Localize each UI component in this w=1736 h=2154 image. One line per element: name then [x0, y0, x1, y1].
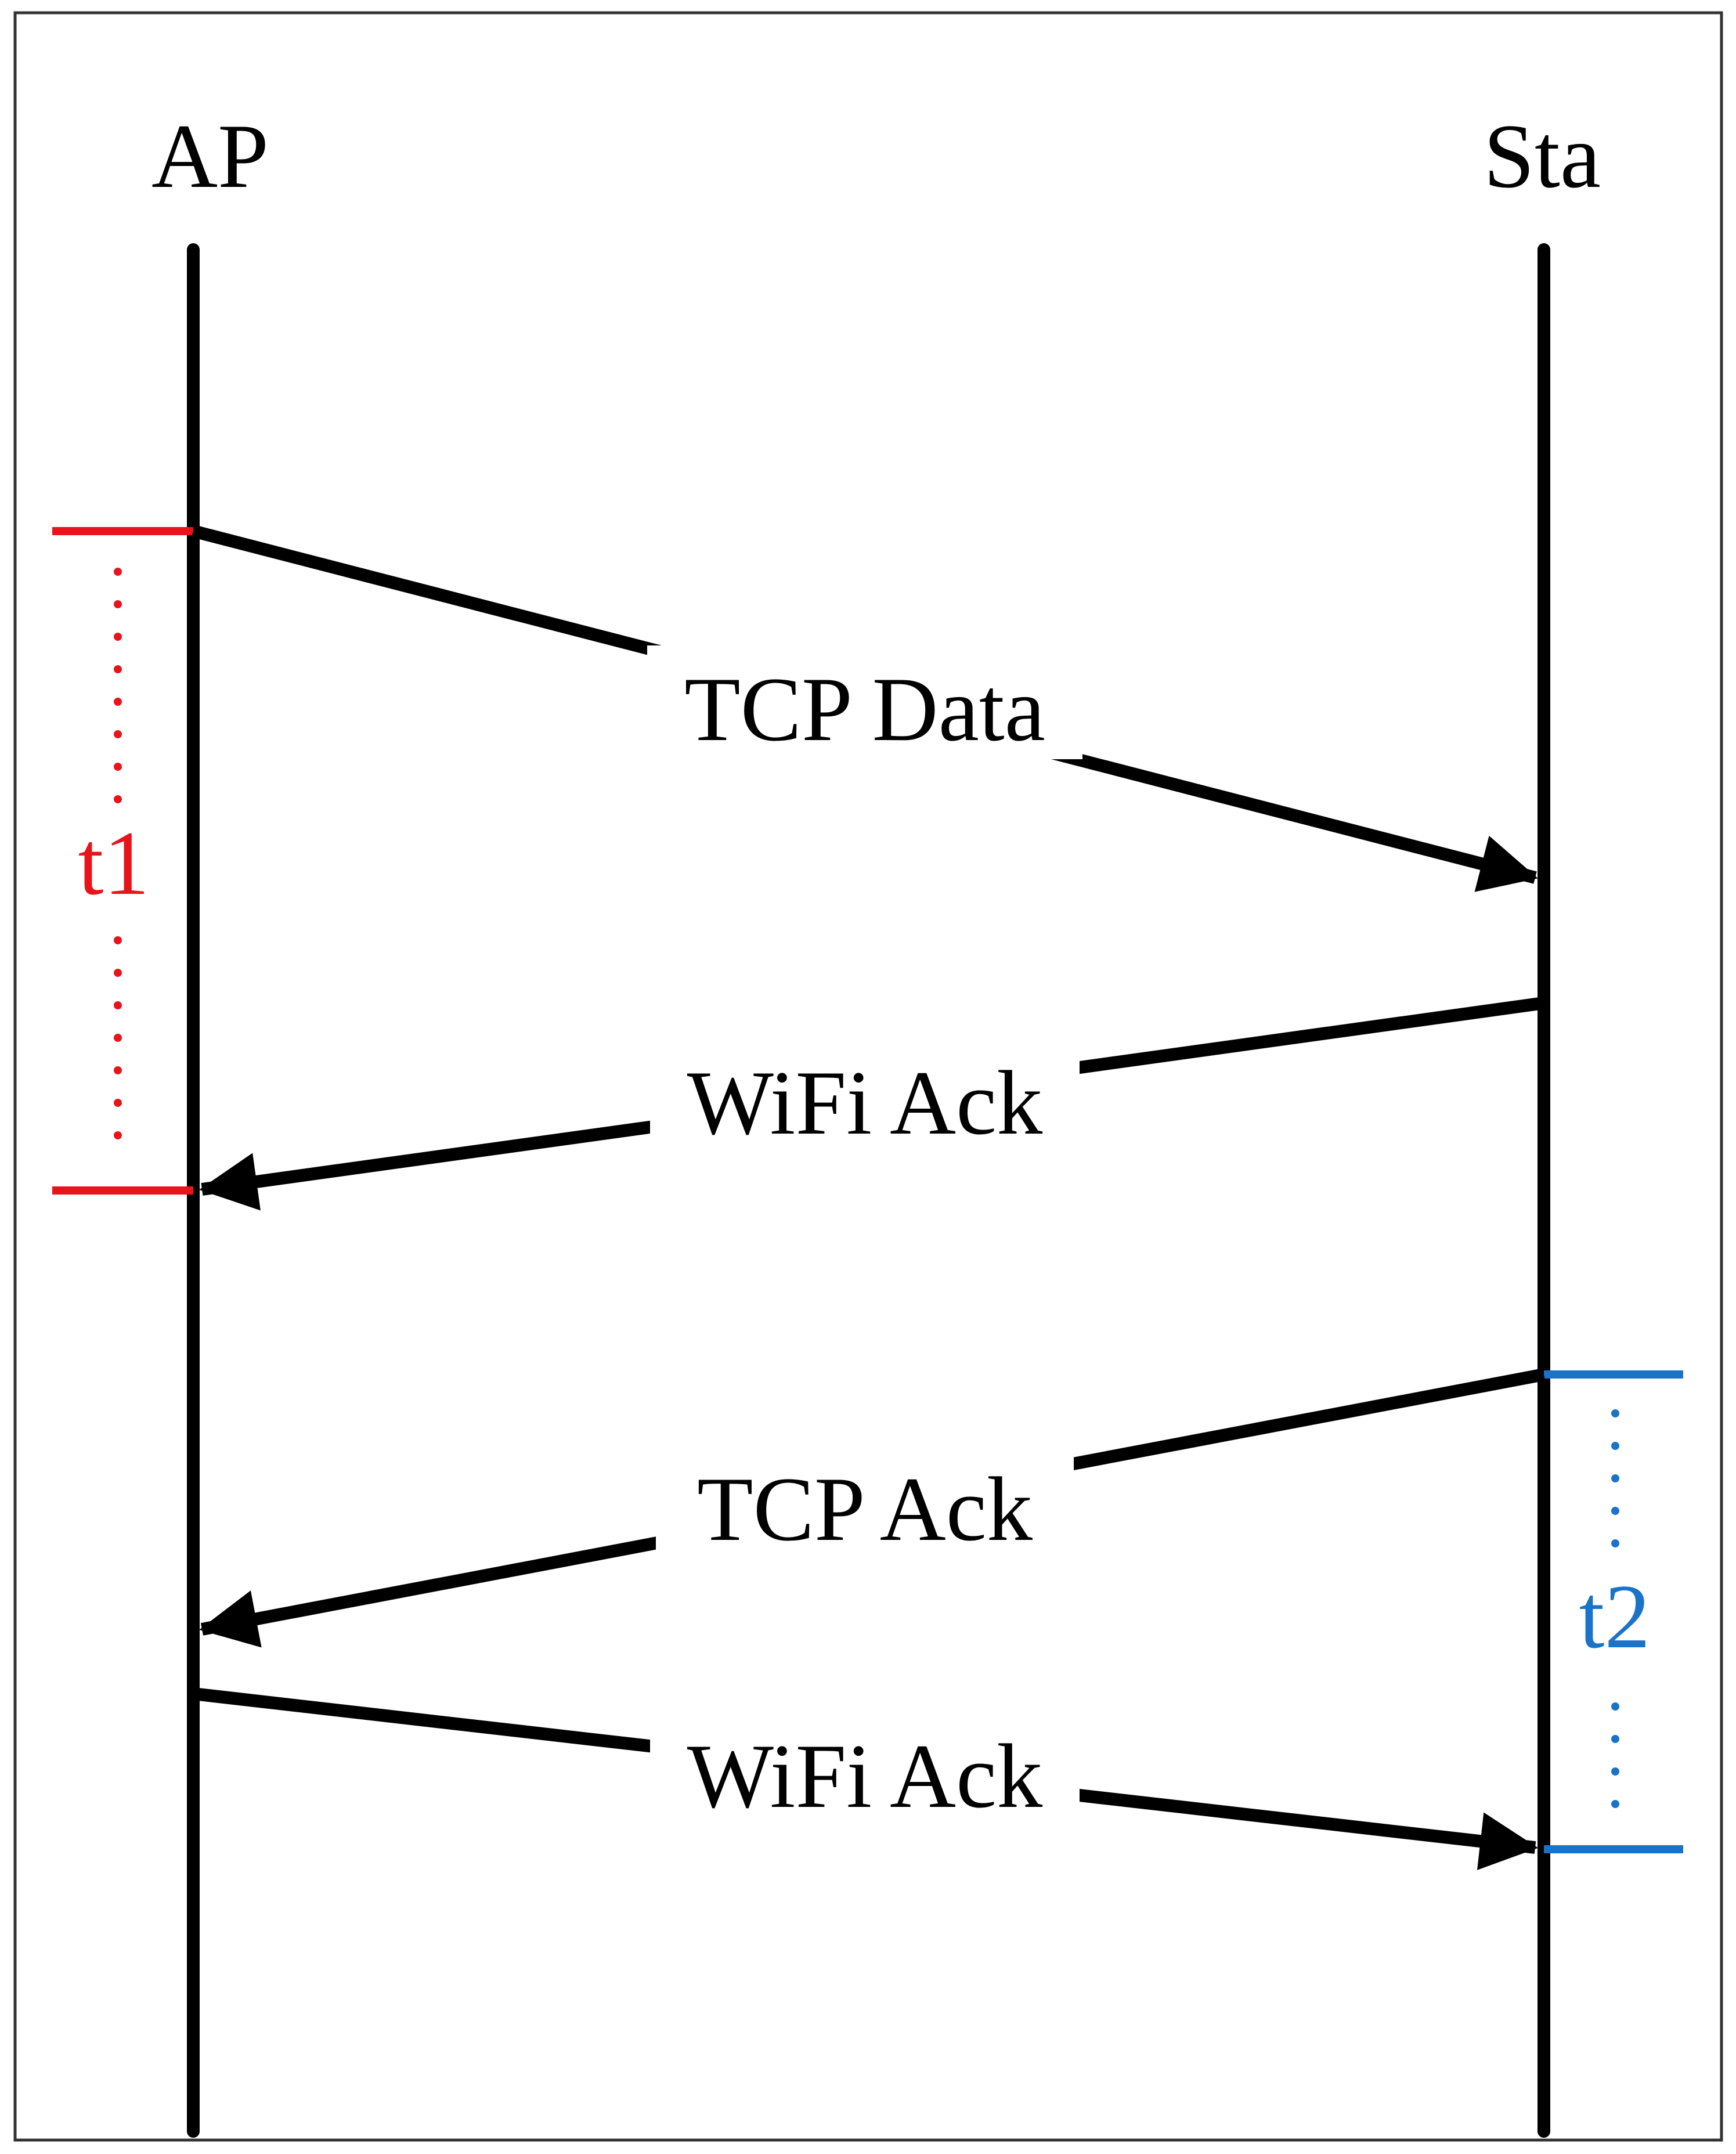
message-tcp-data-label-bg — [647, 645, 1082, 759]
message-tcp-ack-label-bg — [656, 1445, 1074, 1559]
interval-t1: t1 — [52, 527, 193, 1195]
message-wifi-ack-2-label: WiFi Ack — [687, 1726, 1042, 1827]
participant-sta-label: Sta — [1484, 106, 1601, 207]
message-wifi-ack-1-label: WiFi Ack — [687, 1052, 1042, 1154]
interval-t2: t2 — [1544, 1370, 1683, 1853]
interval-t2-label: t2 — [1579, 1566, 1651, 1668]
message-tcp-data-label: TCP Data — [684, 659, 1045, 760]
message-tcp-data: TCP Data — [192, 525, 1538, 892]
message-wifi-ack-1: WiFi Ack — [199, 997, 1545, 1211]
message-wifi-ack-2: WiFi Ack — [192, 1687, 1538, 1870]
message-tcp-ack: TCP Ack — [199, 1368, 1546, 1648]
message-wifi-ack-2-label-bg — [650, 1712, 1080, 1826]
participant-ap-label: AP — [151, 106, 269, 207]
message-wifi-ack-1-label-bg — [650, 1039, 1080, 1153]
message-tcp-ack-label: TCP Ack — [697, 1459, 1033, 1560]
interval-t1-label: t1 — [78, 813, 150, 914]
